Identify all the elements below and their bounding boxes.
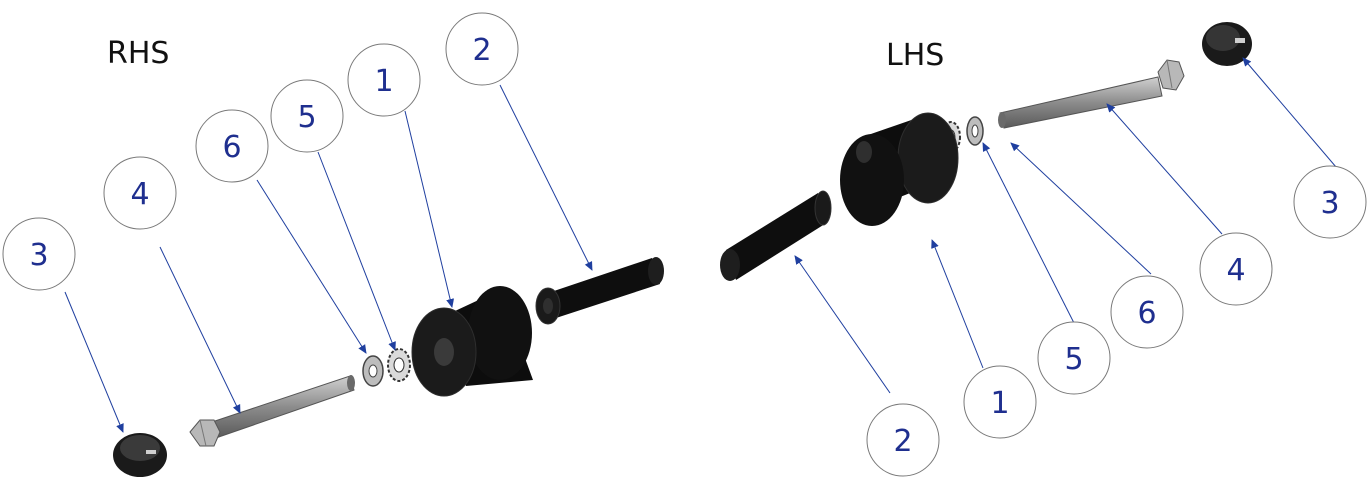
lhs-balloon-4: 4	[1199, 232, 1273, 306]
svg-text:5: 5	[297, 100, 316, 135]
svg-text:1: 1	[990, 386, 1009, 421]
lhs-balloon-1: 1	[963, 365, 1037, 439]
rhs-part-4-bolt	[189, 375, 355, 447]
rhs-balloon-3: 3	[2, 217, 76, 291]
leader-lines	[64, 57, 1343, 433]
rhs-balloon-4: 4	[103, 156, 177, 230]
lhs-part-1-roller	[840, 112, 959, 226]
svg-text:5: 5	[1064, 342, 1083, 377]
svg-text:1: 1	[374, 64, 393, 99]
lhs-balloon-5: 5	[1037, 321, 1111, 395]
svg-text:2: 2	[472, 33, 491, 68]
svg-text:3: 3	[29, 238, 48, 273]
svg-text:4: 4	[1226, 253, 1245, 288]
rhs-part-1-roller	[411, 286, 533, 397]
rhs-balloon-6: 6	[195, 109, 269, 183]
lhs-part-2-sleeve	[720, 190, 832, 281]
svg-text:2: 2	[893, 424, 912, 459]
rhs-balloon-5: 5	[270, 79, 344, 153]
lhs-balloon-6: 6	[1110, 275, 1184, 349]
rhs-balloon-2: 2	[445, 12, 519, 86]
lhs-balloon-3: 3	[1293, 165, 1367, 239]
rhs-part-6-flat-washer	[362, 355, 384, 387]
lhs-part-6-flat-washer	[966, 116, 984, 146]
svg-text:3: 3	[1320, 186, 1339, 221]
rhs-balloon-1: 1	[347, 43, 421, 117]
lhs-balloon-2: 2	[866, 403, 940, 477]
rhs-part-5-lock-washer	[387, 348, 411, 382]
svg-text:6: 6	[222, 130, 241, 165]
rhs-part-2-sleeve	[535, 257, 664, 325]
lhs-part-4-bolt	[998, 59, 1185, 129]
lhs-label: LHS	[886, 38, 945, 73]
rhs-label: RHS	[107, 36, 170, 71]
lhs-part-3-nut	[1202, 22, 1252, 66]
svg-text:6: 6	[1137, 296, 1156, 331]
rhs-part-3-nut	[113, 433, 167, 477]
svg-text:4: 4	[130, 177, 149, 212]
